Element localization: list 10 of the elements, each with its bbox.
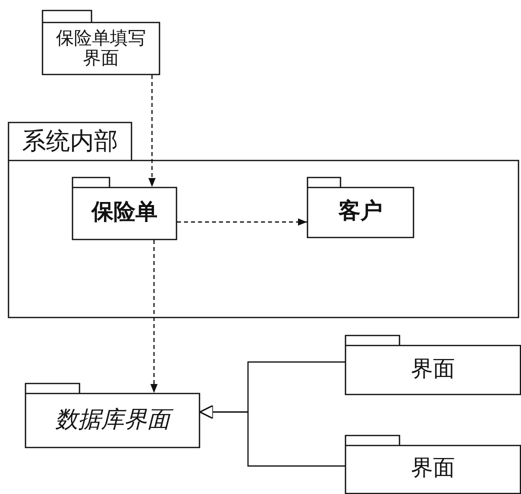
package-name: 客户 bbox=[338, 200, 382, 225]
package-name: 界面 bbox=[411, 358, 455, 382]
package-name: 保险单 bbox=[92, 201, 158, 226]
generalization-arrow bbox=[199, 404, 345, 467]
dependency-arrow bbox=[177, 218, 307, 226]
dependency-arrow bbox=[150, 240, 158, 393]
package-name: 系统内部 bbox=[22, 128, 118, 154]
package-name: 界面 bbox=[411, 457, 455, 482]
dependency-arrow bbox=[148, 75, 156, 187]
package-name: 保险单填写界面 bbox=[56, 28, 146, 68]
